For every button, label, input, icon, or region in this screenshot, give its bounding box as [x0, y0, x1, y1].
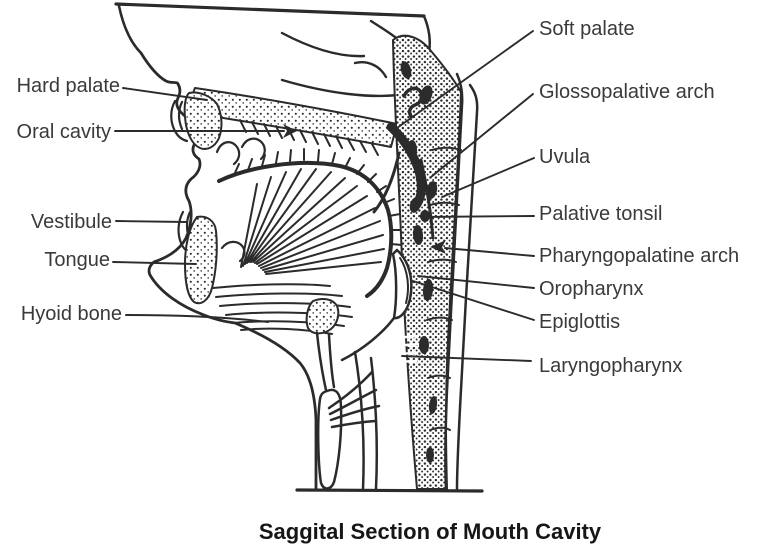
figure-title: Saggital Section of Mouth Cavity: [259, 519, 602, 544]
leader-hyoid-bone: [125, 314, 269, 323]
pharyngopalatine-arch-line: [419, 158, 435, 240]
leader-oropharynx: [417, 275, 535, 289]
leader-pharyngopalatine-arch: [444, 247, 535, 257]
vertebra-tick-lines: [426, 146, 462, 431]
label-hard-palate: Hard palate: [17, 75, 120, 97]
tongue-fiber-fan: [240, 168, 385, 275]
label-vestibule: Vestibule: [31, 211, 112, 233]
labels: Hard palate Oral cavity Vestibule Tongue…: [17, 18, 740, 377]
aryepiglottic-fold-line: [340, 316, 396, 362]
face-profile: [139, 51, 318, 491]
texture-blotch: [428, 396, 438, 414]
label-oropharynx: Oropharynx: [539, 278, 644, 300]
forehead-line: [117, 4, 143, 55]
constrictor-striations: [392, 334, 420, 364]
upper-teeth: [215, 137, 266, 166]
leader-tongue: [112, 261, 197, 265]
soft-palate-shape: [386, 122, 426, 212]
cranial-base-curves: [280, 19, 411, 98]
laryngeal-airway-shape: [316, 388, 343, 490]
skull-cut-line: [114, 2, 426, 18]
tongue-dorsum-hatch: [233, 148, 403, 246]
vertebral-column-lines: [444, 72, 479, 491]
face-profile-path: [139, 51, 318, 491]
leader-lines: [112, 30, 535, 362]
larynx-region: [295, 248, 484, 493]
label-oral-cavity: Oral cavity: [17, 121, 111, 143]
leader-vestibule: [115, 220, 188, 223]
texture-blotch: [426, 447, 434, 463]
label-laryngopharynx: Laryngopharynx: [539, 355, 682, 377]
mandible-bone: [184, 215, 218, 305]
maxilla-bone: [183, 91, 223, 150]
leader-palative-tonsil: [420, 215, 535, 218]
tongue-region: [184, 148, 403, 335]
torus-tubarius-curl: [402, 86, 424, 118]
laryngeal-fold-fan: [327, 370, 381, 429]
texture-blotch: [400, 61, 412, 79]
oral-cavity-arrowhead: [283, 124, 297, 138]
texture-blotch: [426, 181, 438, 199]
soft-palate-region: [372, 122, 435, 240]
label-palative-tonsil: Palative tonsil: [539, 203, 662, 225]
label-soft-palate: Soft palate: [539, 18, 635, 40]
label-epiglottis: Epiglottis: [539, 311, 620, 333]
leader-soft-palate: [396, 30, 534, 129]
label-uvula: Uvula: [539, 146, 591, 168]
uvula-shape: [409, 197, 421, 213]
leader-epiglottis: [412, 280, 535, 321]
neck-cut-line: [295, 488, 484, 493]
label-hyoid-bone: Hyoid bone: [21, 303, 122, 325]
mouth-floor-muscle-lines: [212, 283, 353, 335]
esophagus-lines: [353, 350, 379, 491]
label-pharyngopalatine-arch: Pharyngopalatine arch: [539, 245, 739, 267]
leader-glossopalative-arch: [430, 93, 534, 178]
leader-laryngopharynx: [401, 355, 532, 362]
texture-blotch: [412, 225, 424, 245]
hyoid-bone-shape: [305, 297, 340, 335]
epiglottis-inner-line: [399, 257, 409, 304]
label-glossopalative-arch: Glossopalative arch: [539, 81, 715, 103]
texture-blotch: [419, 336, 429, 354]
leader-hard-palate: [122, 87, 208, 101]
glossopalatine-arch-line: [372, 151, 401, 214]
palatine-tonsil-shape: [420, 210, 430, 222]
lower-tooth: [220, 240, 246, 263]
leader-uvula: [441, 157, 535, 198]
thyrohyoid-lines: [315, 331, 336, 392]
label-tongue: Tongue: [44, 249, 110, 271]
pharyngopalatine-arrowhead: [430, 240, 446, 254]
skull-and-brain: [114, 2, 432, 98]
